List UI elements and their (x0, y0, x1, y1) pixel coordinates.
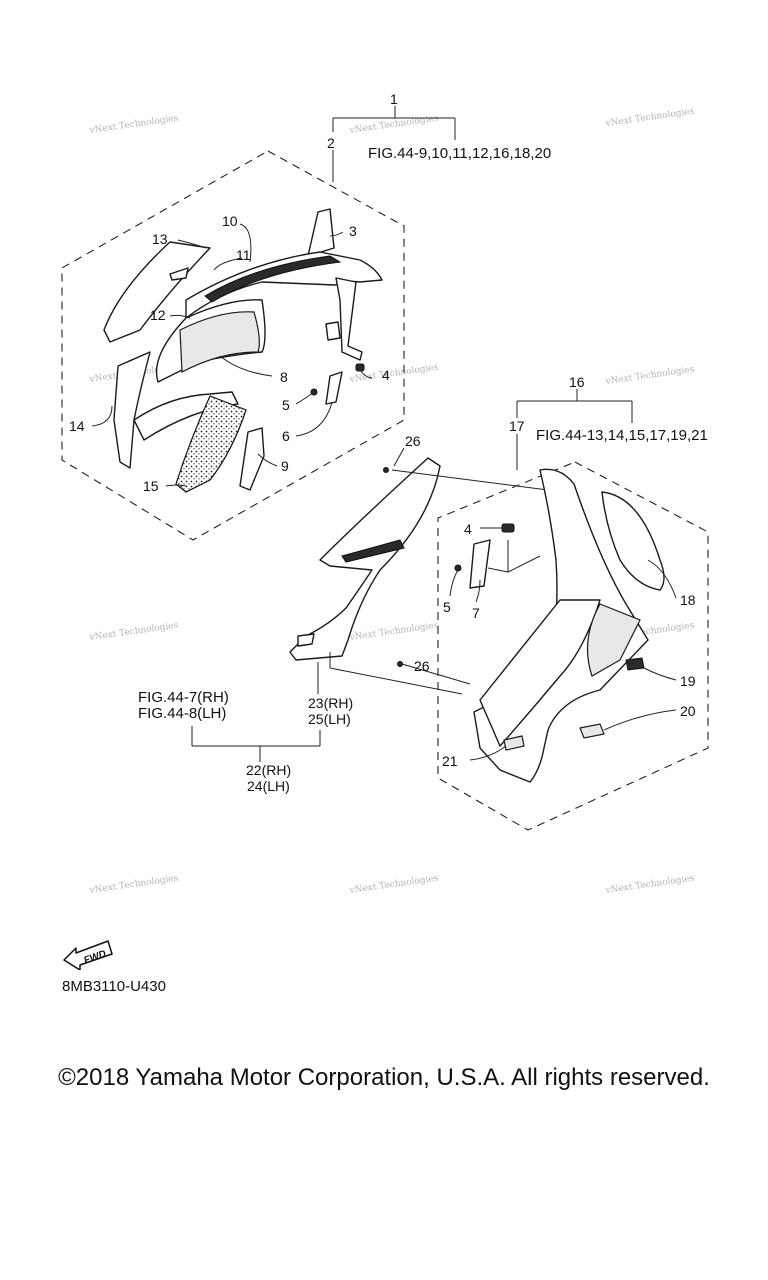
stay-plate-part (325, 321, 341, 341)
callout-3: 3 (349, 223, 357, 239)
callout-26b: 26 (414, 658, 430, 674)
side-cover-part (239, 427, 265, 491)
watermark: vNext Technologies (348, 621, 439, 644)
clip-part-b (501, 523, 515, 533)
figref-right: FIG.44-13,14,15,17,19,21 (536, 427, 708, 444)
callout-15: 15 (143, 478, 159, 494)
callout-12: 12 (150, 307, 166, 323)
callout-4b: 4 (464, 521, 472, 537)
callout-14: 14 (69, 418, 85, 434)
upper-leader-lines (91, 223, 373, 487)
lower-stay-part (113, 351, 151, 469)
right-leader-lines (449, 527, 677, 761)
watermark: vNext Technologies (604, 365, 695, 388)
right-assembly-boundary (437, 461, 709, 831)
screw-26a (383, 467, 389, 473)
callout-25: 25(LH) (308, 711, 351, 727)
callout-2: 2 (327, 135, 335, 151)
watermark: vNext Technologies (604, 874, 695, 897)
callout-5b: 5 (443, 599, 451, 615)
mesh-grille-part (175, 395, 247, 493)
watermark: vNext Technologies (88, 621, 179, 644)
watermark: vNext Technologies (88, 874, 179, 897)
callout-bracket-22 (191, 662, 321, 762)
callout-bracket-1 (332, 106, 456, 182)
callout-1: 1 (390, 91, 398, 107)
center-panel-tab (297, 633, 315, 647)
figref-upper: FIG.44-9,10,11,12,16,18,20 (368, 145, 551, 162)
screw-26b (397, 661, 403, 667)
watermark: vNext Technologies (348, 874, 439, 897)
forward-arrow-icon: FWD (63, 940, 113, 970)
callout-9: 9 (281, 458, 289, 474)
grommet-20-part (579, 723, 605, 739)
side-cowl-lower-part (479, 599, 601, 747)
callout-18: 18 (680, 592, 696, 608)
callout-10: 10 (222, 213, 238, 229)
callout-24: 24(LH) (247, 778, 290, 794)
callout-4a: 4 (382, 367, 390, 383)
callout-21: 21 (442, 753, 458, 769)
figref-rh: FIG.44-7(RH) (138, 689, 229, 706)
center-panel-vent (341, 539, 405, 563)
callout-26a: 26 (405, 433, 421, 449)
windscreen-part (307, 208, 335, 257)
connector-lines (329, 447, 549, 695)
callout-7: 7 (472, 605, 480, 621)
side-panel-part (601, 491, 665, 591)
upper-assembly-boundary (61, 150, 405, 541)
callout-17: 17 (509, 418, 525, 434)
left-cowl-vent (169, 267, 189, 281)
callout-8: 8 (280, 369, 288, 385)
callout-23: 23(RH) (308, 695, 353, 711)
side-cowl-panel (586, 603, 641, 677)
callout-13: 13 (152, 231, 168, 247)
callout-bracket-16 (516, 389, 633, 470)
cowl-trim-part (204, 255, 342, 303)
callout-5a: 5 (282, 397, 290, 413)
left-cowl-part (103, 241, 211, 343)
emblem-part (625, 657, 645, 671)
watermark: vNext Technologies (604, 107, 695, 130)
diagram-code: 8MB3110-U430 (62, 978, 166, 995)
callout-20: 20 (680, 703, 696, 719)
callout-22: 22(RH) (246, 762, 291, 778)
callout-11: 11 (236, 247, 251, 263)
callout-19: 19 (680, 673, 696, 689)
side-stay-part (335, 277, 363, 361)
small-cover-part (325, 371, 343, 405)
small-cover-part-b (469, 539, 491, 589)
callout-6: 6 (282, 428, 290, 444)
watermark: vNext Technologies (348, 114, 439, 137)
figref-lh: FIG.44-8(LH) (138, 705, 226, 722)
screw-part-b (454, 564, 462, 572)
copyright-notice: ©2018 Yamaha Motor Corporation, U.S.A. A… (58, 1064, 710, 1091)
meter-panel-part (179, 311, 260, 373)
clip-part (355, 363, 365, 372)
callout-16: 16 (569, 374, 585, 390)
watermark: vNext Technologies (88, 114, 179, 137)
